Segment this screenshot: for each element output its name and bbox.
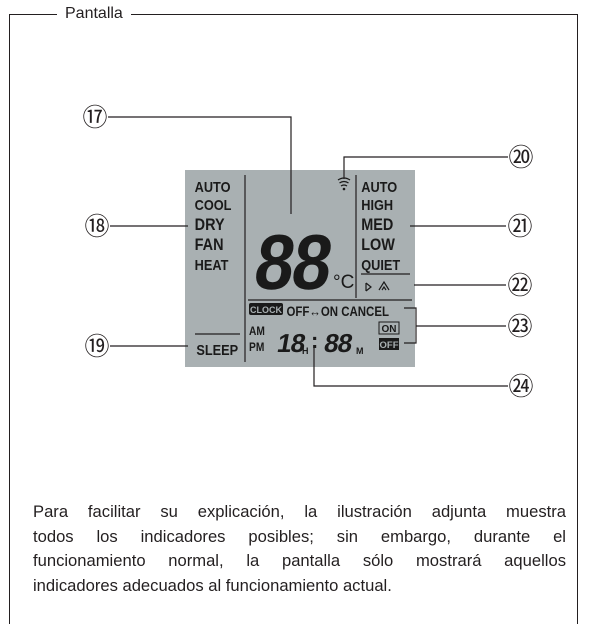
mode-auto-label: AUTO bbox=[195, 178, 231, 195]
hour-suffix: H bbox=[302, 346, 309, 356]
temperature-digits: 88 bbox=[250, 218, 337, 306]
callout-19: ⑲ bbox=[84, 332, 109, 361]
caption-line: funcionamiento normal, la pantalla sólo … bbox=[33, 551, 566, 570]
time-colon: : bbox=[311, 328, 318, 353]
clock-badge-bg bbox=[249, 303, 283, 315]
callout-23: ㉓ bbox=[507, 312, 532, 341]
celsius-unit: °C bbox=[333, 272, 354, 293]
minute-digits: 88 bbox=[322, 328, 355, 358]
mode-cool-label: COOL bbox=[195, 196, 232, 213]
hour-digits: 18 bbox=[275, 328, 308, 358]
on-badge: ON bbox=[382, 324, 397, 335]
timer-text: OFF↔ON CANCEL bbox=[286, 304, 389, 319]
minute-suffix: M bbox=[356, 346, 364, 356]
off-badge-box bbox=[379, 338, 399, 350]
caption-paragraph: Para facilitar su explicación, la ilustr… bbox=[33, 500, 566, 598]
callout-18: ⑱ bbox=[84, 212, 109, 241]
am-label: AM bbox=[249, 325, 265, 338]
swing-icons bbox=[365, 280, 390, 292]
caption-line: Para facilitar su explicación, la ilustr… bbox=[33, 502, 566, 521]
lcd-dividers bbox=[195, 175, 412, 362]
caption-line: indicadores adecuados al funcionamiento … bbox=[33, 575, 392, 595]
sleep-label: SLEEP bbox=[196, 341, 238, 358]
fan-quiet-label: QUIET bbox=[361, 256, 400, 273]
mode-fan-label: FAN bbox=[195, 236, 224, 254]
section-title: Pantalla bbox=[31, 4, 131, 24]
display-section-frame bbox=[9, 14, 578, 624]
callout-24: ㉔ bbox=[508, 372, 533, 401]
pm-label: PM bbox=[249, 341, 264, 354]
callout-20: ⑳ bbox=[508, 143, 533, 172]
callout-21: ㉑ bbox=[507, 212, 532, 241]
horizontal-swing-icon bbox=[378, 280, 390, 291]
mode-heat-label: HEAT bbox=[195, 256, 229, 273]
callout-17: ⑰ bbox=[82, 103, 107, 132]
mode-dry-label: DRY bbox=[195, 216, 225, 234]
vertical-swing-icon bbox=[365, 282, 372, 292]
callout-lines bbox=[108, 116, 508, 387]
fan-auto-label: AUTO bbox=[361, 178, 397, 195]
clock-badge: CLOCK bbox=[250, 305, 282, 315]
fan-high-label: HIGH bbox=[361, 196, 393, 213]
on-badge-box bbox=[378, 321, 400, 335]
lcd-display-diagram: AUTO COOL DRY FAN HEAT SLEEP AUTO HIGH M… bbox=[82, 103, 533, 401]
off-badge: OFF bbox=[380, 340, 399, 351]
callout-22: ㉒ bbox=[507, 271, 532, 300]
caption-line: todos los indicadores posibles; sin emba… bbox=[33, 526, 566, 546]
fan-low-label: LOW bbox=[361, 236, 395, 254]
fan-med-label: MED bbox=[361, 216, 393, 234]
